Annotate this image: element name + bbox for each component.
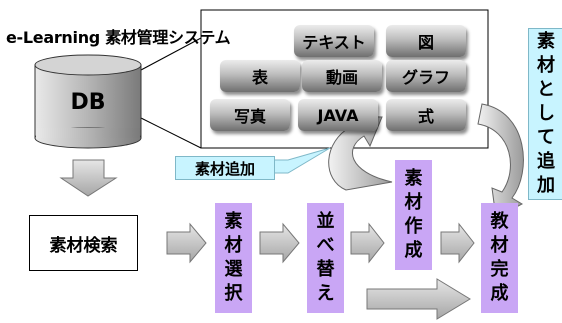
step-reorder: 並 べ 替 え <box>307 203 344 313</box>
database-cylinder <box>34 54 142 149</box>
db-label: DB <box>70 90 106 115</box>
callout-add-as-material: 素 材 と し て 追 加 <box>528 28 562 200</box>
tile-text: テキスト <box>294 25 374 57</box>
arrow-search-to-select <box>166 222 207 264</box>
step-char: 並 <box>316 211 335 232</box>
search-step-label: 素材検索 <box>49 235 118 256</box>
step-complete-courseware: 教 材 完 成 <box>481 203 518 313</box>
page-title: e-Learning 素材管理システム <box>6 28 231 47</box>
step-char: 材 <box>404 192 423 213</box>
step-char: 成 <box>404 240 423 261</box>
step-char: 素 <box>224 211 243 232</box>
tile-table: 表 <box>220 60 300 92</box>
step-char: 選 <box>224 259 243 280</box>
search-step-box: 素材検索 <box>29 215 138 271</box>
tile-video: 動画 <box>302 60 382 92</box>
step-char: え <box>316 283 335 304</box>
callout-use-char: 追 <box>537 151 555 172</box>
step-select-material: 素 材 選 択 <box>215 203 252 313</box>
curved-arrow-use-material <box>477 103 524 219</box>
callout-pointer <box>267 147 331 174</box>
callout-use-char: 加 <box>537 175 555 196</box>
step-char: べ <box>316 235 335 256</box>
callout-add-label: 素材追加 <box>194 159 255 178</box>
callout-use-char: 材 <box>537 55 555 76</box>
step-char: 択 <box>224 283 243 304</box>
step-char: 作 <box>404 216 423 237</box>
tile-formula: 式 <box>386 99 466 131</box>
zoom-line-top <box>140 37 202 71</box>
step-char: 替 <box>316 259 335 280</box>
zoom-line-bottom <box>140 117 202 149</box>
arrow-down-db-to-search <box>59 159 118 197</box>
step-char: 材 <box>490 235 509 256</box>
callout-add-material: 素材追加 <box>175 156 275 180</box>
tile-graph: グラフ <box>386 60 466 92</box>
arrow-select-to-reorder <box>259 222 300 264</box>
callout-use-char: し <box>537 103 555 124</box>
step-char: 材 <box>224 235 243 256</box>
callout-use-char: 素 <box>537 31 555 52</box>
curved-arrow-add-material <box>328 115 393 191</box>
step-char: 教 <box>490 211 509 232</box>
tile-figure: 図 <box>386 25 466 57</box>
callout-use-char: と <box>537 79 555 100</box>
arrow-reorder-to-create <box>350 222 385 264</box>
tile-photo: 写真 <box>210 99 290 131</box>
step-char: 成 <box>490 283 509 304</box>
step-create-material: 素 材 作 成 <box>395 160 432 270</box>
tile-java: JAVA <box>298 99 378 131</box>
step-char: 完 <box>490 259 509 280</box>
arrow-bypass-to-complete <box>366 278 471 320</box>
step-char: 素 <box>404 168 423 189</box>
arrow-create-to-complete <box>440 222 475 264</box>
callout-use-char: て <box>537 127 555 148</box>
